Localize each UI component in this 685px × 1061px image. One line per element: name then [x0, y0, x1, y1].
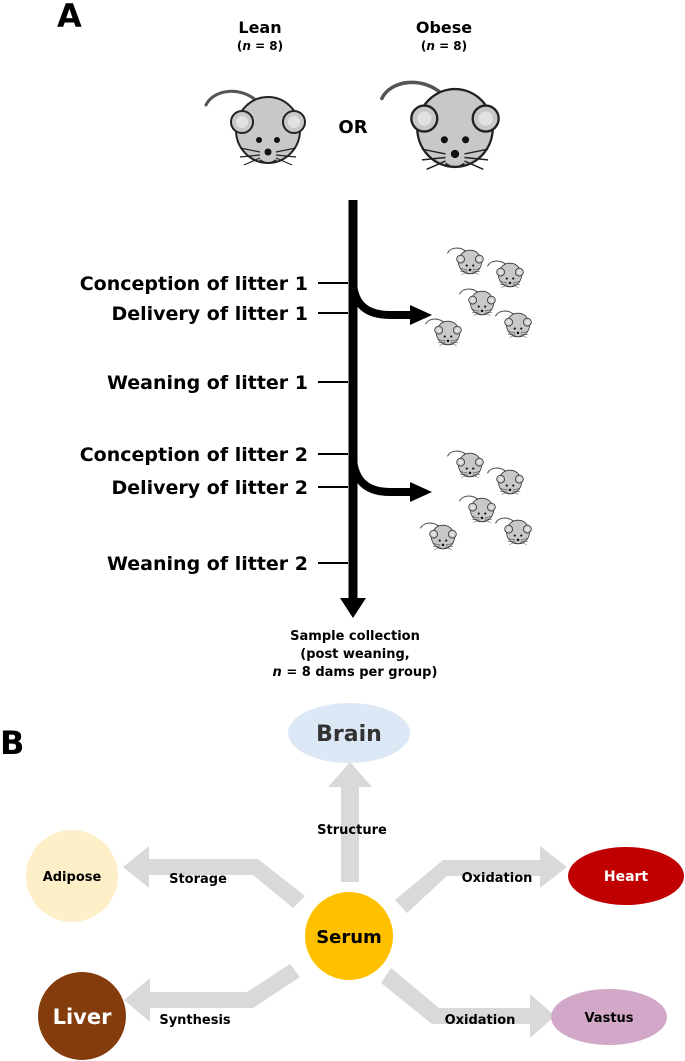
storage-arrow	[123, 846, 305, 908]
timeline-conception-1: Conception of litter 1	[80, 273, 308, 295]
panel-a-label: A	[57, 0, 82, 35]
liver-label: Liver	[53, 1005, 113, 1029]
serum-label: Serum	[316, 927, 382, 948]
timeline-weaning-1: Weaning of litter 1	[107, 372, 308, 394]
timeline-ticks	[318, 282, 348, 564]
lean-n: (n = 8)	[237, 39, 283, 53]
heart-label: Heart	[604, 869, 649, 885]
sample-collection-line2: (post weaning,	[300, 647, 409, 662]
heart-node	[568, 847, 684, 905]
or-label: OR	[338, 117, 367, 138]
synthesis-arrow	[124, 964, 300, 1022]
timeline-delivery-1: Delivery of litter 1	[111, 303, 308, 325]
panel-b-label: B	[0, 724, 24, 762]
adipose-label: Adipose	[43, 870, 102, 885]
obese-label: Obese	[416, 18, 472, 37]
litter-1-pups-icon	[425, 247, 532, 347]
storage-label: Storage	[169, 872, 227, 887]
litter-2-branch-arrow	[349, 457, 412, 496]
vastus-label: Vastus	[584, 1011, 633, 1026]
adipose-node	[26, 830, 118, 922]
serum-node	[305, 892, 393, 980]
timeline-weaning-2: Weaning of litter 2	[107, 553, 308, 575]
lean-label: Lean	[238, 18, 281, 37]
vastus-node	[551, 989, 667, 1045]
litter-2-pups-icon	[420, 450, 532, 551]
obese-n: (n = 8)	[421, 39, 467, 53]
litter-1-branch-arrow	[349, 282, 412, 319]
oxidation-vastus-arrow	[381, 968, 555, 1038]
brain-label: Brain	[316, 722, 382, 747]
obese-mouse-icon	[380, 80, 501, 172]
brain-node	[288, 703, 410, 763]
timeline-arrowhead	[340, 598, 366, 618]
timeline-conception-2: Conception of litter 2	[80, 444, 308, 466]
oxidation-vastus-label: Oxidation	[445, 1013, 516, 1028]
liver-node	[38, 972, 126, 1060]
lean-mouse-icon	[204, 89, 307, 167]
synthesis-label: Synthesis	[159, 1013, 231, 1028]
sample-collection-line1: Sample collection	[290, 629, 420, 644]
oxidation-heart-arrow	[395, 846, 567, 913]
structure-arrow	[328, 762, 372, 882]
structure-label: Structure	[317, 823, 387, 838]
sample-collection-line3: n = 8 dams per group)	[273, 665, 438, 680]
flow-arrows	[123, 762, 567, 1038]
timeline-delivery-2: Delivery of litter 2	[111, 477, 308, 499]
oxidation-heart-label: Oxidation	[462, 871, 533, 886]
